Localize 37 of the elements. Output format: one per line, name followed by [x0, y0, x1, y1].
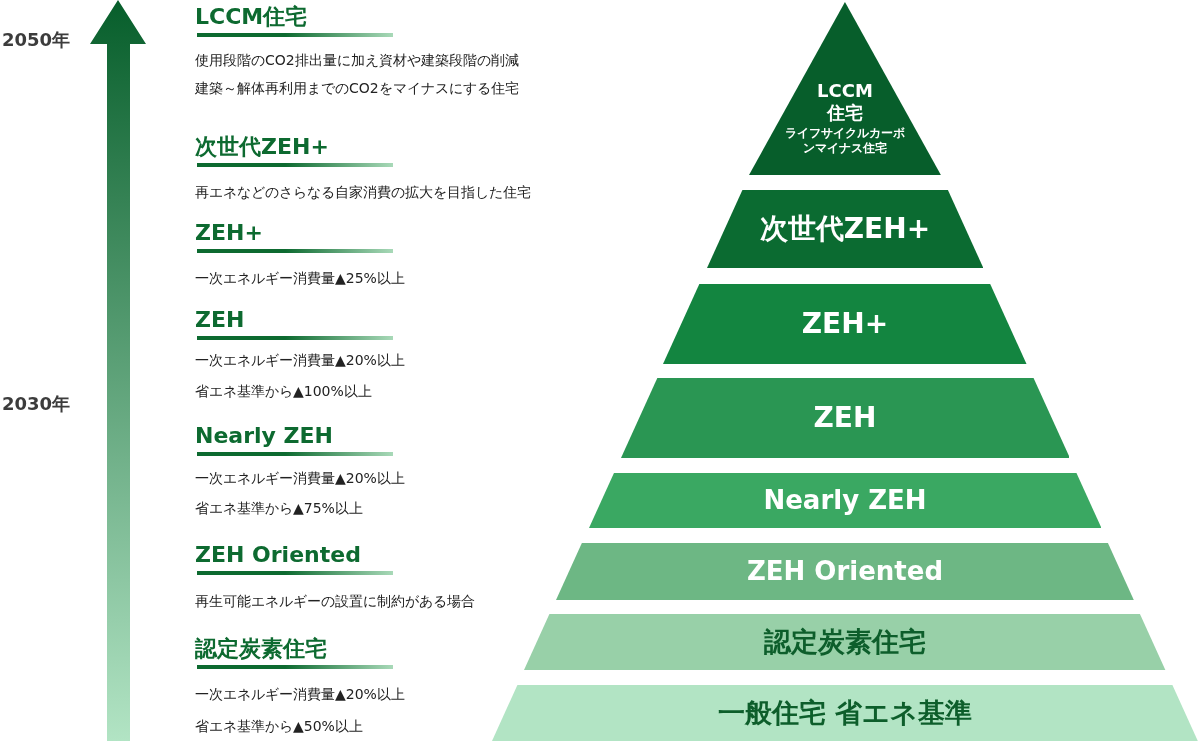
pyramid-level [620, 378, 1070, 458]
level-label: ZEH [812, 400, 878, 436]
description-text: 使用段階のCO2排出量に加え資材や建築段階の削減 [195, 50, 519, 70]
description-text: 省エネ基準から▲100%以上 [195, 381, 372, 401]
level-label: 次世代ZEH+ [758, 211, 932, 247]
description-text: 省エネ基準から▲75%以上 [195, 498, 363, 518]
description-text: 一次エネルギー消費量▲20%以上 [195, 468, 405, 488]
pyramid-level [706, 190, 984, 268]
level-heading: 次世代ZEH+ [195, 132, 329, 161]
level-heading: LCCM住宅 [195, 2, 308, 31]
level-label: ZEH+ [800, 306, 890, 342]
description-text: 一次エネルギー消費量▲20%以上 [195, 350, 405, 370]
pyramid-level [556, 543, 1134, 600]
description-text: 再エネなどのさらなる自家消費の拡大を目指した住宅 [195, 182, 531, 202]
level-heading: ZEH Oriented [195, 540, 361, 569]
pyramid-level [588, 473, 1102, 528]
level-heading: ZEH+ [195, 218, 263, 247]
level-subtitle: ライフサイクルカーボンマイナス住宅 [785, 126, 905, 156]
level-label: Nearly ZEH [762, 484, 928, 517]
year-label: 2030年 [2, 392, 71, 416]
level-heading: ZEH [195, 305, 245, 334]
description-text: 再生可能エネルギーの設置に制約がある場合 [195, 591, 475, 611]
level-label: ZEH Oriented [745, 555, 945, 588]
level-heading: Nearly ZEH [195, 421, 333, 450]
description-text: 省エネ基準から▲50%以上 [195, 716, 363, 736]
level-label: 一般住宅 省エネ基準 [716, 696, 974, 730]
year-label: 2050年 [2, 28, 71, 52]
description-text: 一次エネルギー消費量▲25%以上 [195, 268, 405, 288]
pyramid-apex [749, 2, 941, 175]
pyramid-level [492, 685, 1198, 741]
pyramid-level [524, 614, 1166, 670]
level-heading: 認定炭素住宅 [195, 634, 327, 663]
level-label: 認定炭素住宅 [763, 625, 927, 659]
level-label: LCCM住宅 [816, 80, 874, 124]
description-text: 一次エネルギー消費量▲20%以上 [195, 684, 405, 704]
description-text: 建築～解体再利用までのCO2をマイナスにする住宅 [195, 78, 519, 98]
pyramid-level [663, 284, 1027, 364]
